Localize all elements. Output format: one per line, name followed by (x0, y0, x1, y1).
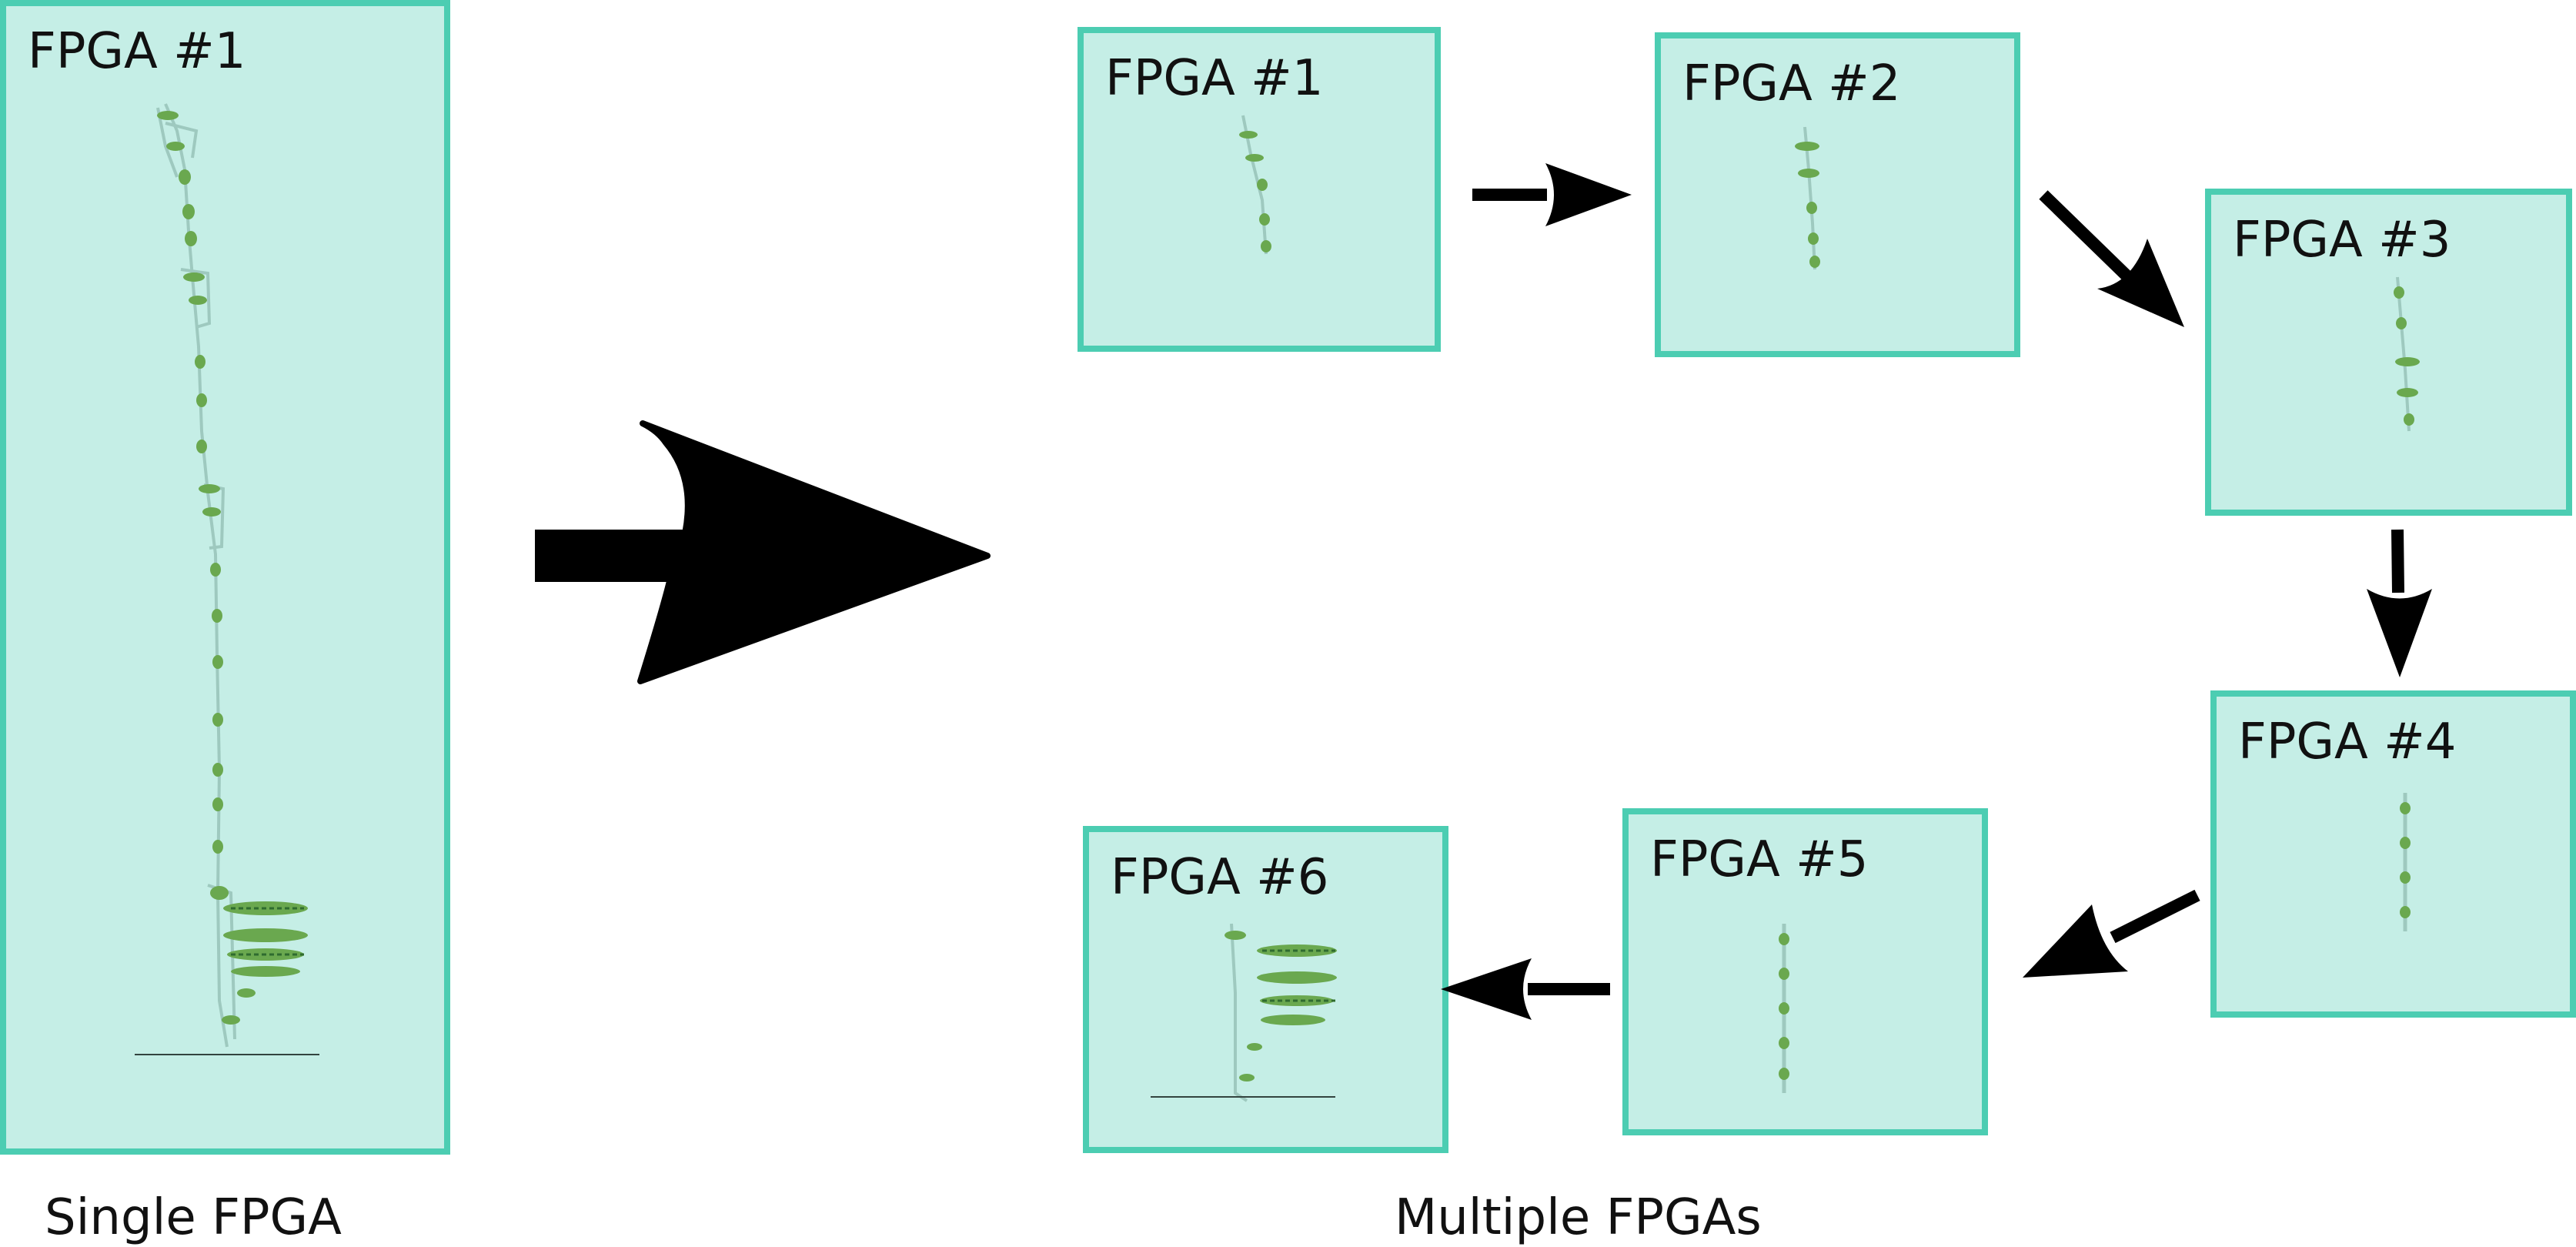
fpga-box-3-network (2394, 276, 2420, 432)
fpga-box-5: FPGA #5 (1622, 808, 1988, 1135)
fpga-box-5-title: FPGA #5 (1650, 831, 1869, 888)
arrow-1-to-2 (1472, 163, 1632, 226)
single-network-nodes (157, 111, 229, 900)
fpga-box-5-network (1779, 924, 1789, 1093)
arrow-3-to-4 (2367, 529, 2432, 677)
fpga-box-3: FPGA #3 (2205, 189, 2572, 516)
single-fpga-box: FPGA #1 (0, 0, 450, 1155)
arrow-2-to-3 (2039, 190, 2184, 327)
fpga-box-4-network (2400, 793, 2411, 931)
fpga-box-2-network (1795, 126, 1820, 270)
single-fan-structure (222, 901, 308, 1025)
fpga-box-1-network (1239, 115, 1271, 255)
big-transition-arrow (535, 420, 991, 684)
fpga-box-4: FPGA #4 (2210, 690, 2576, 1018)
fpga-box-3-title: FPGA #3 (2233, 212, 2451, 269)
multiple-fpgas-caption: Multiple FPGAs (1395, 1189, 1762, 1246)
fpga-box-2-title: FPGA #2 (1682, 55, 1901, 112)
single-fpga-title: FPGA #1 (28, 23, 246, 80)
arrow-4-to-5 (2023, 889, 2200, 978)
fpga-box-2: FPGA #2 (1655, 32, 2020, 357)
arrow-5-to-6 (1441, 958, 1610, 1020)
fpga-box-4-title: FPGA #4 (2238, 714, 2457, 771)
single-fpga-caption: Single FPGA (45, 1189, 342, 1246)
fpga-box-6-title: FPGA #6 (1111, 849, 1329, 906)
fpga-box-1-title: FPGA #1 (1105, 50, 1324, 107)
fpga-box-6-network (1151, 923, 1337, 1102)
